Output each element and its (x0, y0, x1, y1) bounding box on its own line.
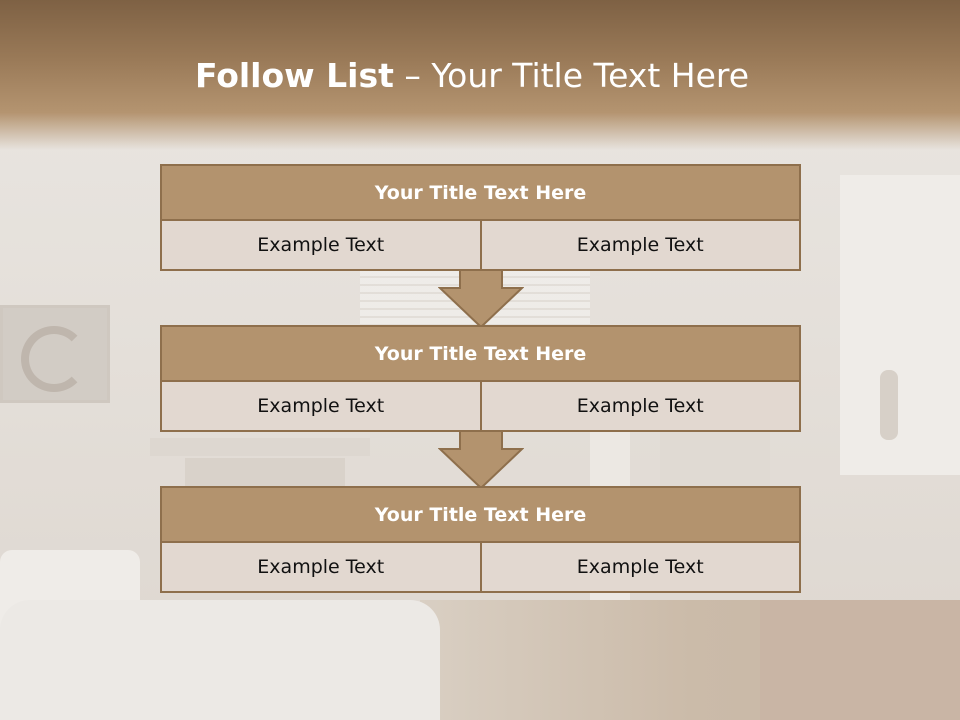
step-row: Example Text Example Text (160, 543, 801, 593)
step-cell-right: Example Text (481, 221, 801, 271)
down-arrow-icon (438, 431, 524, 489)
step-block-1: Your Title Text Here Example Text Exampl… (160, 164, 801, 271)
background-pillar (840, 175, 960, 475)
step-cell-right: Example Text (481, 543, 801, 593)
step-row: Example Text Example Text (160, 382, 801, 432)
step-row: Example Text Example Text (160, 221, 801, 271)
step-cell-left: Example Text (160, 382, 482, 432)
step-title: Your Title Text Here (160, 164, 801, 221)
step-block-3: Your Title Text Here Example Text Exampl… (160, 486, 801, 593)
header-band (0, 0, 960, 150)
background-statue (880, 370, 898, 440)
step-block-2: Your Title Text Here Example Text Exampl… (160, 325, 801, 432)
background-floor (760, 600, 960, 720)
slide-title-rest: – Your Title Text Here (393, 56, 750, 95)
step-cell-left: Example Text (160, 543, 482, 593)
slide-title: Follow List – Your Title Text Here (0, 56, 944, 95)
step-cell-right: Example Text (481, 382, 801, 432)
slide-title-bold: Follow List (194, 56, 394, 95)
step-title: Your Title Text Here (160, 325, 801, 382)
down-arrow-icon (438, 270, 524, 328)
background-mantle (150, 438, 370, 456)
background-sofa (0, 600, 440, 720)
step-title: Your Title Text Here (160, 486, 801, 543)
step-cell-left: Example Text (160, 221, 482, 271)
background-wall-picture (0, 305, 110, 403)
